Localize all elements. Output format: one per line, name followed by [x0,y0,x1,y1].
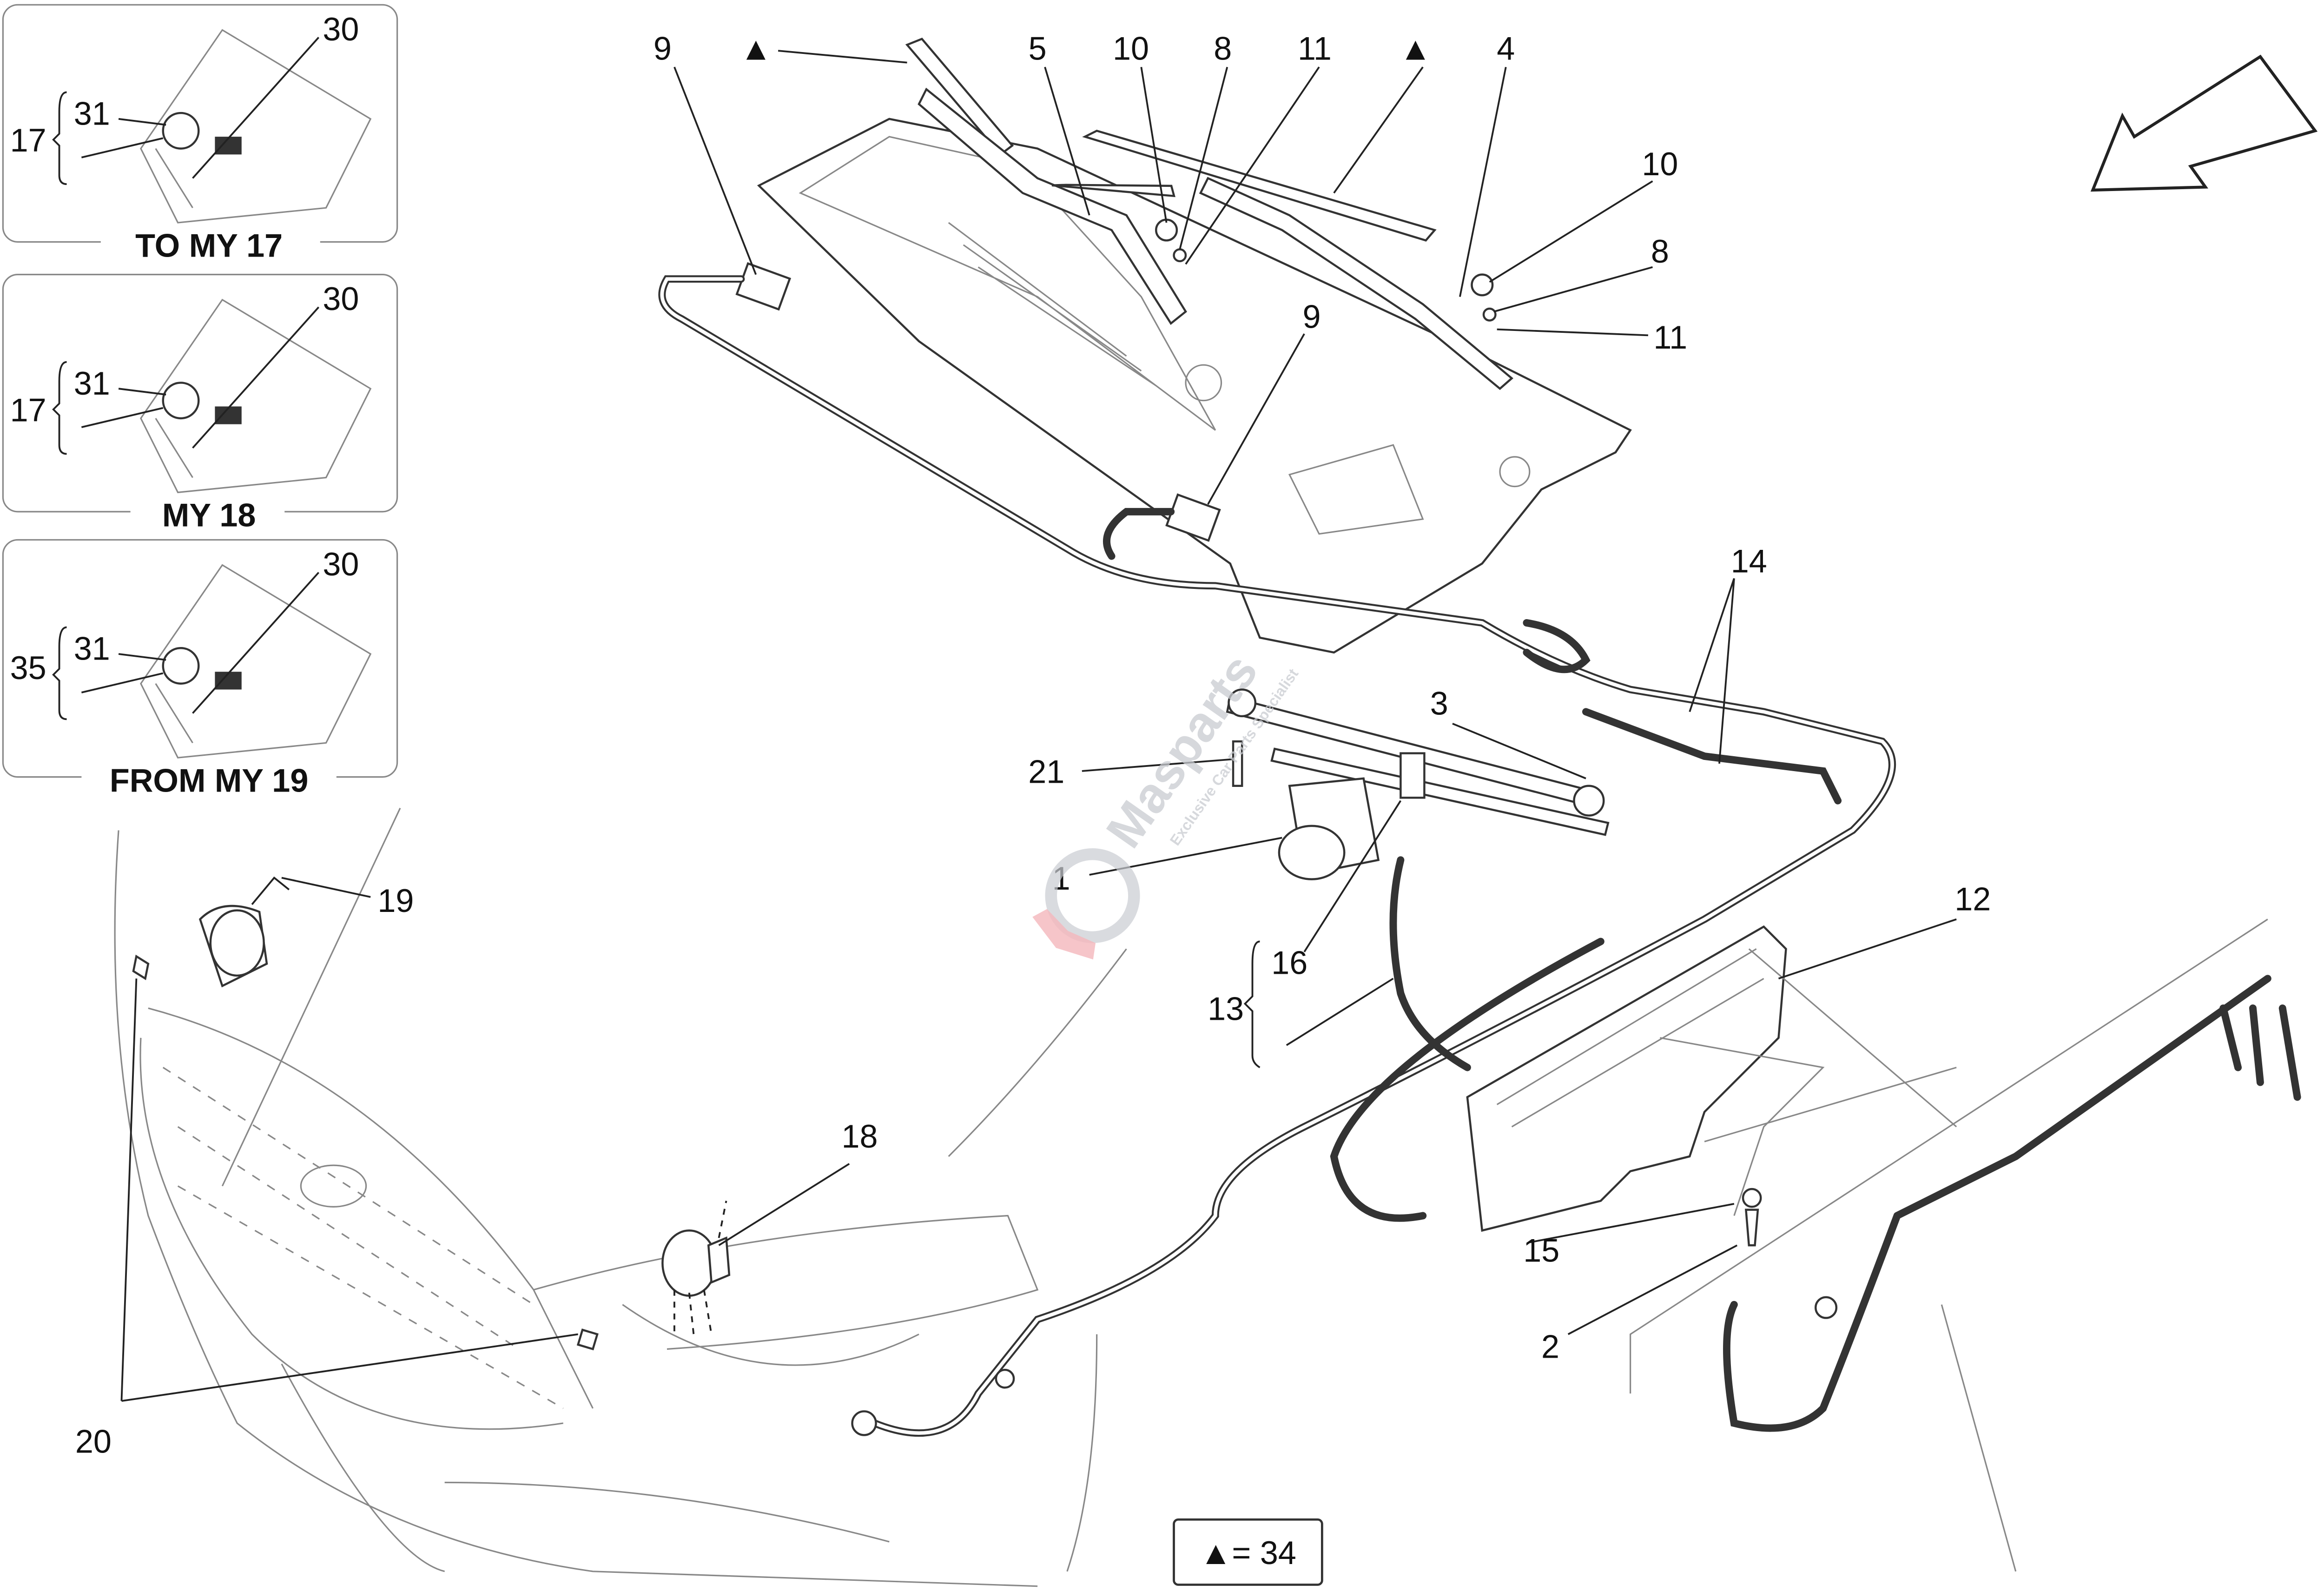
callout-3: 3 [1430,685,1448,722]
front-direction-arrow [2090,54,2318,192]
callout-20: 20 [75,1423,112,1460]
callout-10: 10 [1642,145,1678,182]
wiper-arm-right [1051,129,1513,390]
callout-30: 30 [323,546,359,582]
callout-19: 19 [377,882,414,919]
callout-8: 8 [1651,233,1669,270]
callout-18: 18 [841,1118,878,1155]
inset-caption: FROM MY 19 [110,762,308,799]
callout-13: 13 [1208,990,1244,1027]
callout-9: 9 [654,30,672,66]
callout-31: 31 [74,365,110,402]
callout-2: 2 [1541,1328,1559,1365]
callout-9: 9 [1303,298,1321,335]
callout-10: 10 [1113,30,1149,66]
watermark-logo: Masparts Exclusive Car Parts Specialist [1032,644,1302,960]
callout-11: 11 [1298,30,1332,66]
wiper-linkage [1226,688,1610,836]
callout-31: 31 [74,630,110,667]
callout-triangle: ▲ [740,30,772,66]
inset-from-my-19: 30 31 35 FROM MY 19 [2,539,398,799]
callout-30: 30 [323,11,359,47]
washer-nozzle-left [735,262,792,311]
callout-8: 8 [1214,30,1232,66]
inset-caption: TO MY 17 [135,227,283,264]
callout-12: 12 [1954,881,1991,918]
cowl-panel [757,118,1632,654]
horn-left [132,876,290,988]
callout-5: 5 [1029,30,1047,66]
inset-my-18: 30 31 17 MY 18 [2,274,398,534]
callout-group: 17 [10,122,46,158]
legend-box: ▲= 34 [1173,1518,1323,1586]
washer-pump-hose [1389,856,1471,1071]
inset-caption: MY 18 [162,497,256,534]
wiper-motor [1232,740,1380,880]
callout-triangle: ▲ [1400,30,1432,66]
washer-reservoir [1466,925,1957,1247]
inset-to-my-17: 30 31 17 TO MY 17 [2,4,398,264]
legend-text: ▲= 34 [1200,1534,1296,1571]
wiper-arm-left [905,37,1187,325]
callout-16: 16 [1271,944,1307,981]
car-front-outline [114,807,2268,1587]
callout-31: 31 [74,95,110,132]
callout-4: 4 [1497,30,1515,66]
callout-30: 30 [323,280,359,317]
callout-21: 21 [1028,753,1064,790]
washer-hoses [658,275,2301,1437]
leader-lines [120,50,1957,1402]
callout-11: 11 [1653,319,1687,356]
callout-group: 17 [10,391,46,428]
callout-15: 15 [1523,1232,1559,1268]
callout-group: 35 [10,649,46,686]
callout-14: 14 [1731,543,1767,580]
horn-right [576,1201,731,1351]
